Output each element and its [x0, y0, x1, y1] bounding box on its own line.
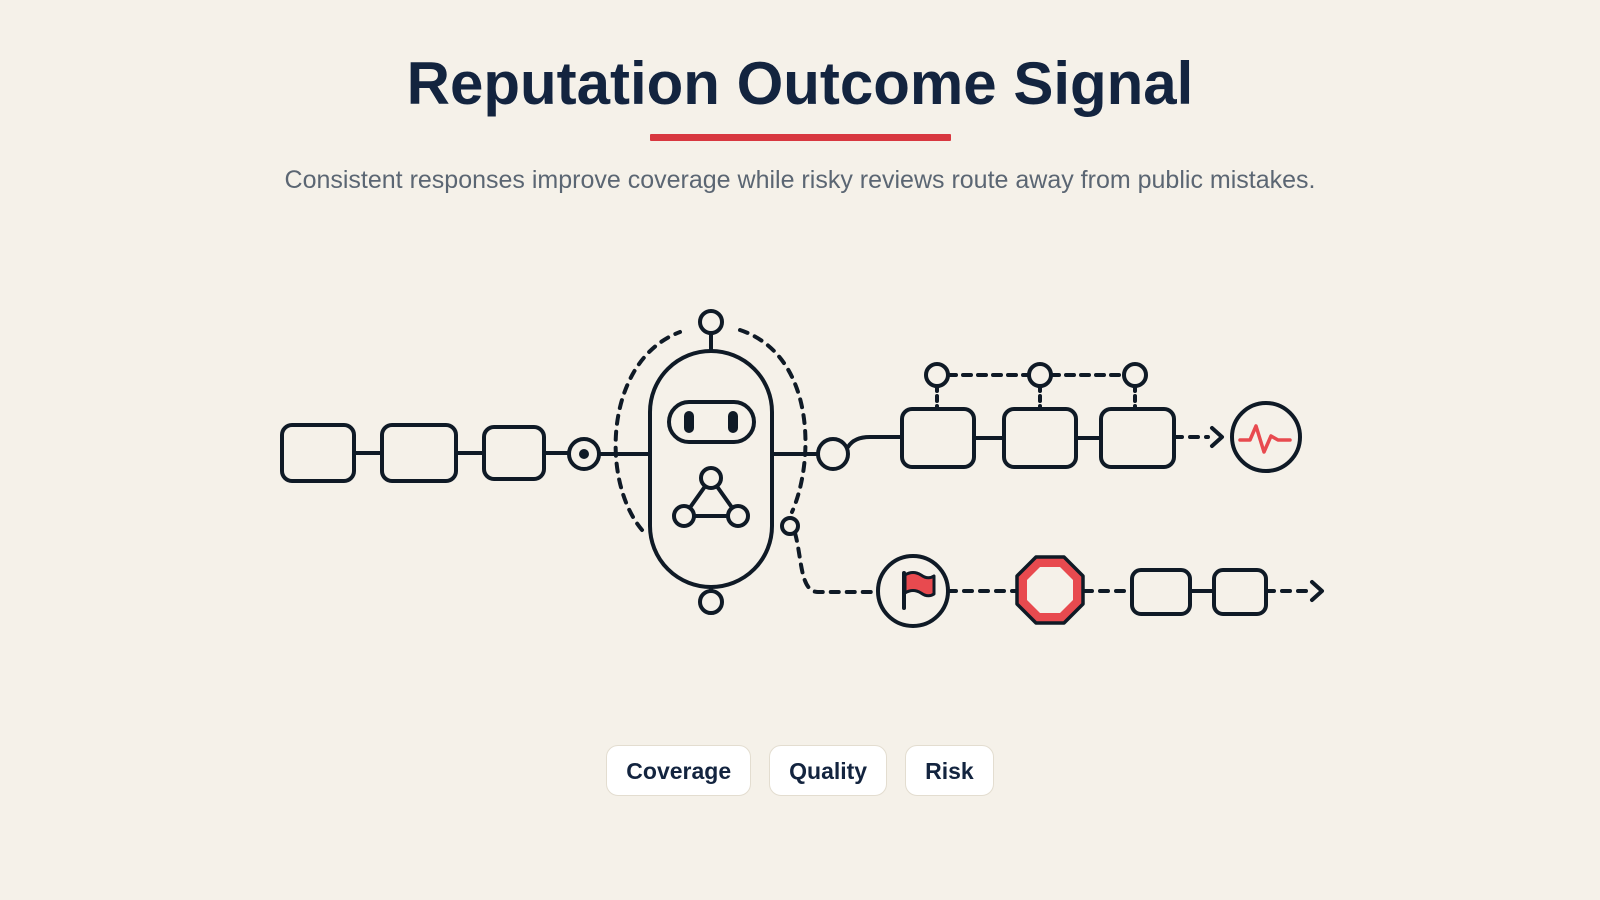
title-underline [650, 134, 951, 141]
output-connector [816, 437, 850, 471]
robot-foot [698, 589, 724, 615]
output-node [1130, 568, 1192, 616]
output-node [900, 407, 976, 469]
stop-sign-icon [1015, 555, 1085, 625]
arrow-right-icon [1210, 426, 1224, 448]
robot-halo [613, 330, 682, 532]
branch-node [780, 516, 800, 536]
risk-path [780, 516, 1324, 628]
output-node [1212, 568, 1268, 616]
pulse-icon [1230, 401, 1302, 473]
metric-chips: Coverage Quality Risk [0, 745, 1600, 796]
chip-risk[interactable]: Risk [905, 745, 994, 796]
input-node [380, 423, 458, 483]
input-node [280, 423, 356, 483]
output-node [1099, 407, 1176, 469]
chip-coverage[interactable]: Coverage [606, 745, 752, 796]
arrow-right-icon [1310, 580, 1324, 602]
input-queue [280, 423, 652, 483]
robot-visor [667, 400, 756, 444]
robot-icon [648, 309, 774, 615]
output-node [1002, 407, 1078, 469]
page-title: Reputation Outcome Signal [406, 50, 1194, 117]
coverage-path [900, 362, 1224, 469]
chip-quality[interactable]: Quality [769, 745, 888, 796]
input-node [482, 425, 546, 481]
robot-antenna [698, 309, 724, 335]
page-subtitle: Consistent responses improve coverage wh… [284, 166, 1316, 194]
network-icon [672, 466, 750, 528]
